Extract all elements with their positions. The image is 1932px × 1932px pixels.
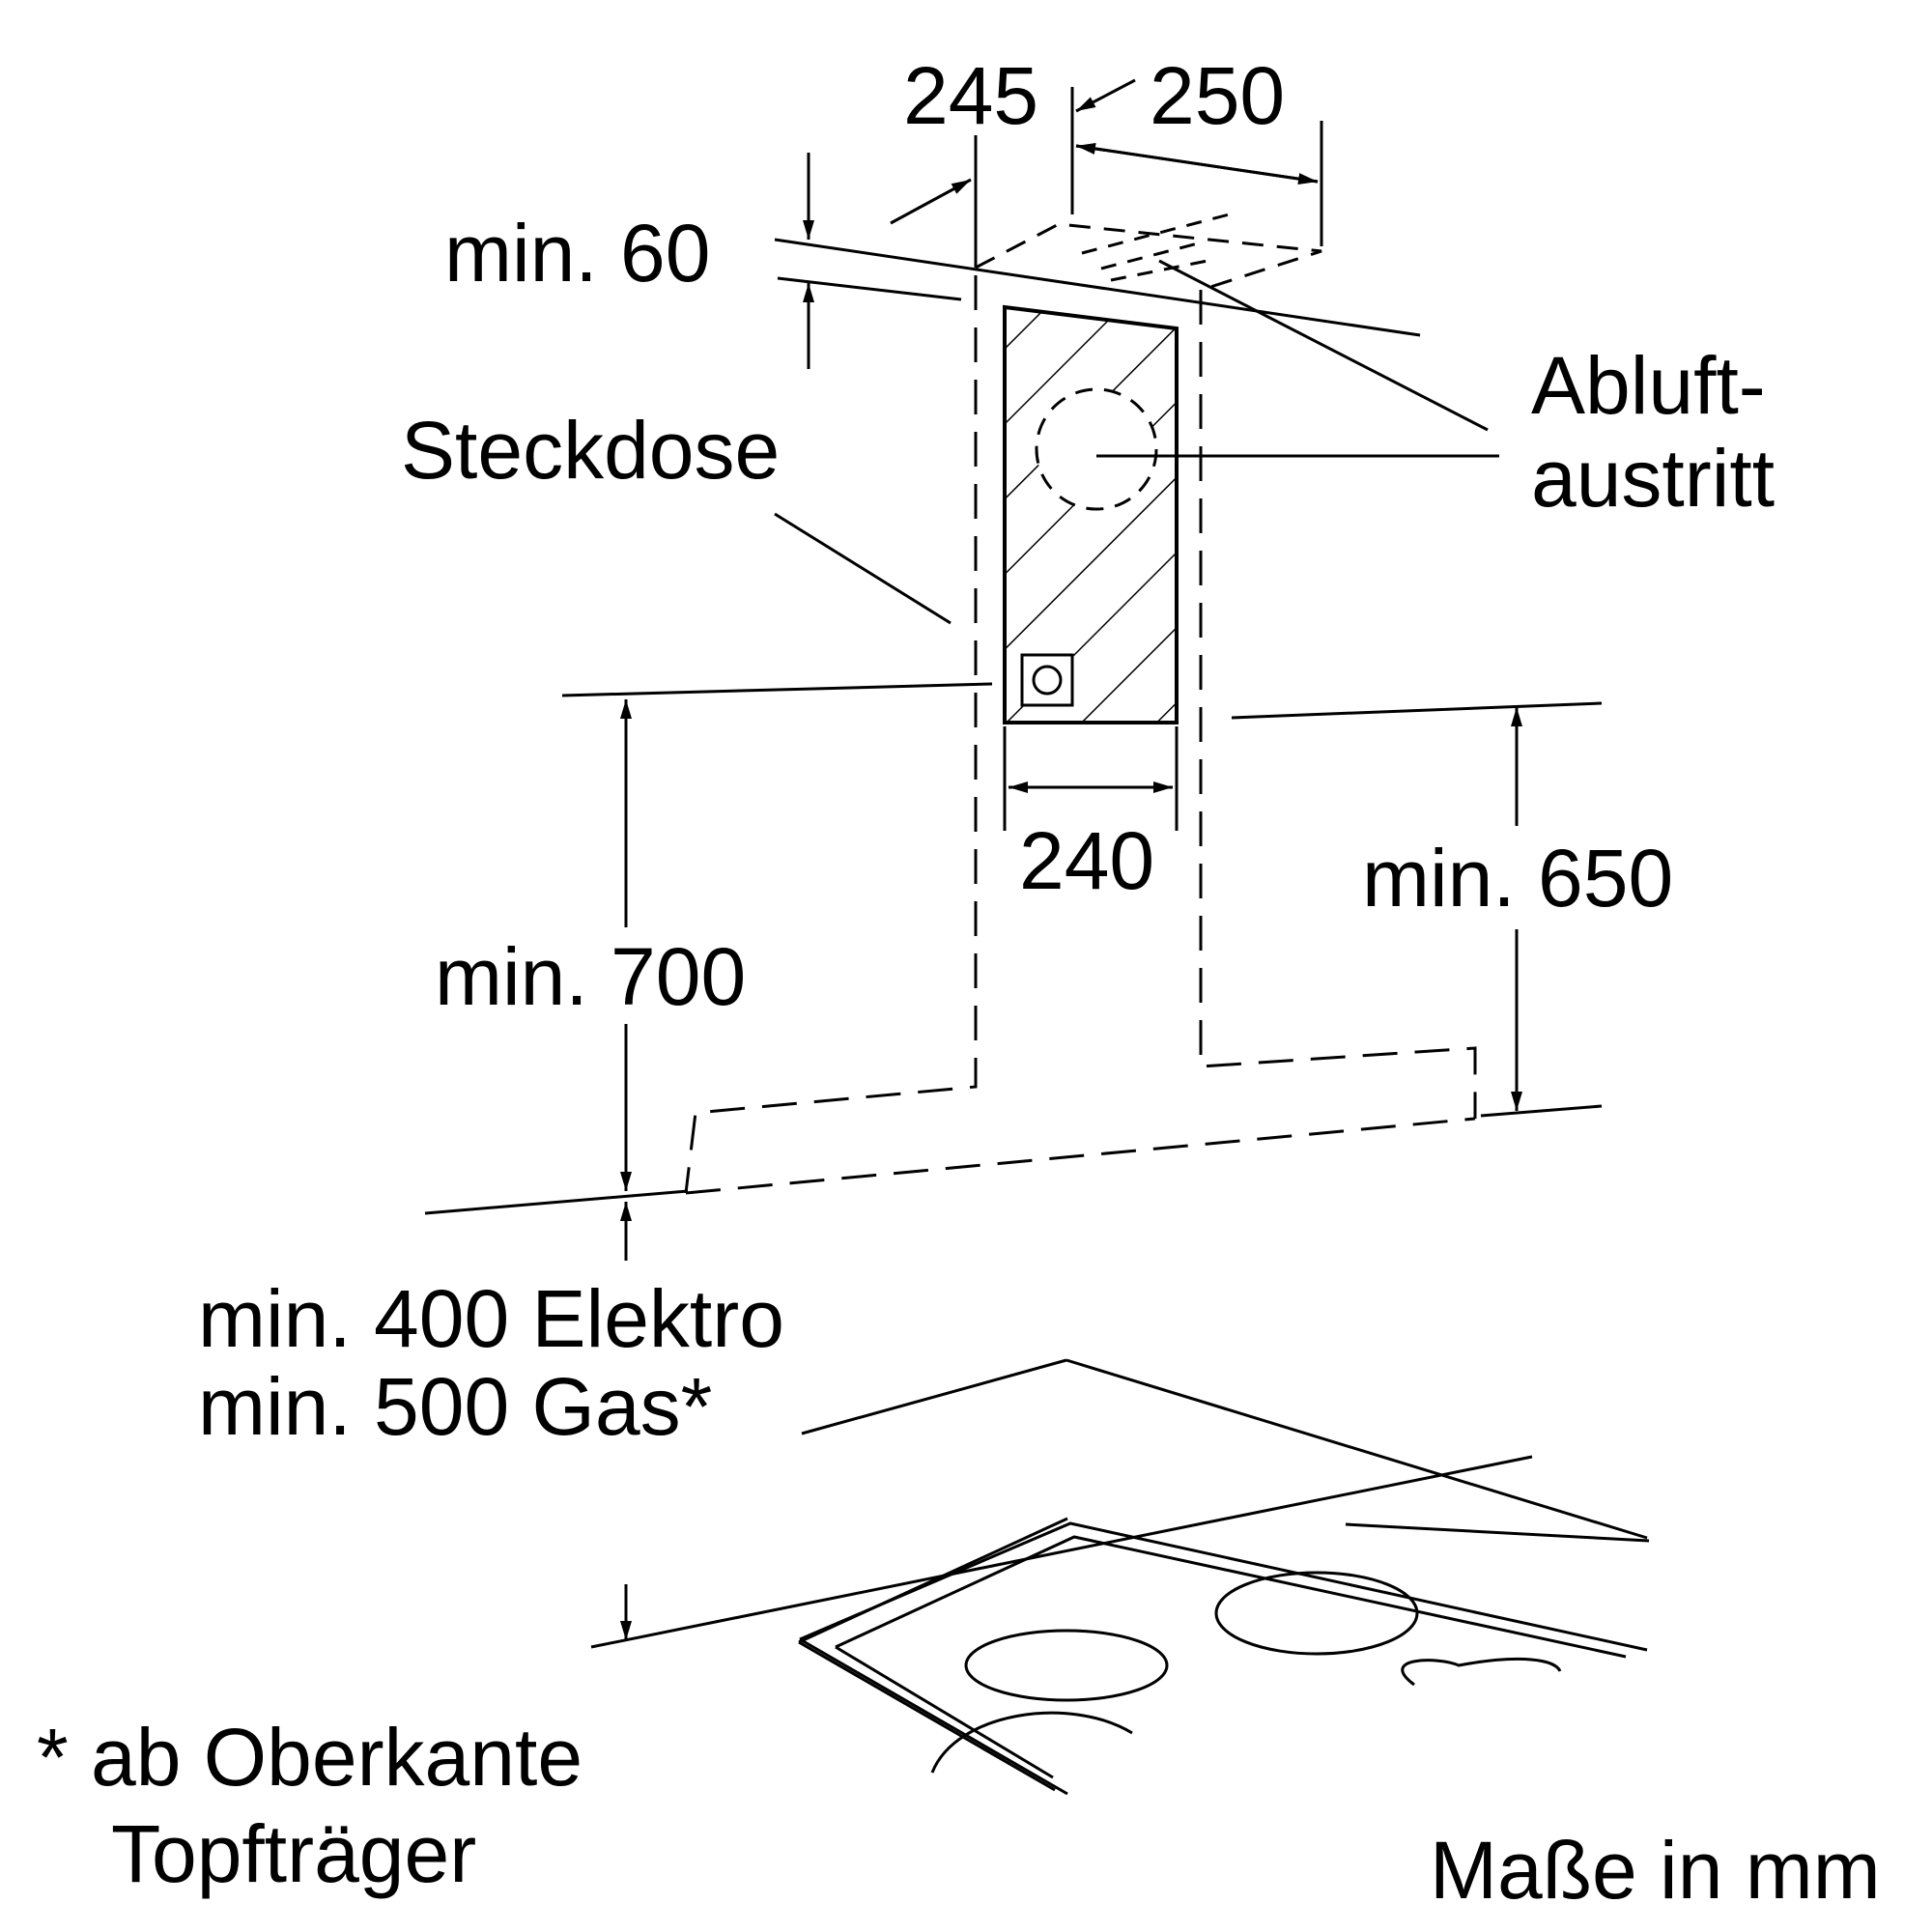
- steckdose-label: Steckdose: [401, 405, 780, 496]
- exhaust-top-outline: [1081, 211, 1237, 282]
- chimney-left-outline: [684, 275, 978, 1194]
- footnote-line1: * ab Oberkante: [37, 1712, 582, 1803]
- dim-250-arrow-left: [1075, 78, 1136, 113]
- dim-250-arrow-back: [1075, 142, 1319, 184]
- abluft-label-line2: austritt: [1531, 433, 1775, 524]
- hood-bottom-line-right: [1480, 1104, 1603, 1118]
- steckdose-leader: [774, 512, 952, 625]
- chimney-right-outline: [1199, 290, 1477, 1119]
- abluft-leader-2: [1158, 259, 1489, 432]
- socket-icon: [1032, 665, 1063, 696]
- hood-height-line-right: [1231, 701, 1603, 720]
- min-700-label: min. 700: [435, 931, 746, 1022]
- dim-245-label: 245: [903, 50, 1038, 141]
- exhaust-outlet-circle: [1035, 387, 1158, 511]
- burner-1: [964, 1629, 1169, 1702]
- cooktop-outline-outer: [798, 1517, 1650, 1792]
- cooktop-outer: [801, 1358, 1648, 1540]
- cooktop-frame-1: [799, 1521, 1648, 1796]
- ceiling-line-lower: [777, 276, 962, 301]
- dim-240-label: 240: [1019, 815, 1154, 906]
- dim-245-arrow: [890, 178, 972, 225]
- cooktop-frame-2: [835, 1535, 1627, 1779]
- hood-bottom-outline: [685, 1117, 1476, 1195]
- burner-3: [930, 1711, 1133, 1774]
- dim-250-label: 250: [1150, 50, 1285, 141]
- burner-4: [1401, 1657, 1562, 1687]
- min-650-label: min. 650: [1362, 833, 1673, 923]
- cooktop-reference-line: [590, 1455, 1533, 1649]
- socket-height-line: [561, 682, 993, 697]
- elektro-label: min. 400 Elektro: [198, 1273, 784, 1364]
- gas-label: min. 500 Gas*: [198, 1361, 712, 1452]
- chimney-top-outline: [975, 222, 1322, 290]
- ceiling-line-upper: [774, 238, 1421, 337]
- units-label: Maße in mm: [1430, 1825, 1881, 1916]
- min-60-label: min. 60: [444, 208, 710, 298]
- burner-2: [1214, 1571, 1419, 1656]
- hood-bottom-line-left: [424, 1189, 689, 1215]
- footnote-line2: Topfträger: [111, 1808, 476, 1899]
- abluft-label-line1: Abluft-: [1531, 340, 1766, 431]
